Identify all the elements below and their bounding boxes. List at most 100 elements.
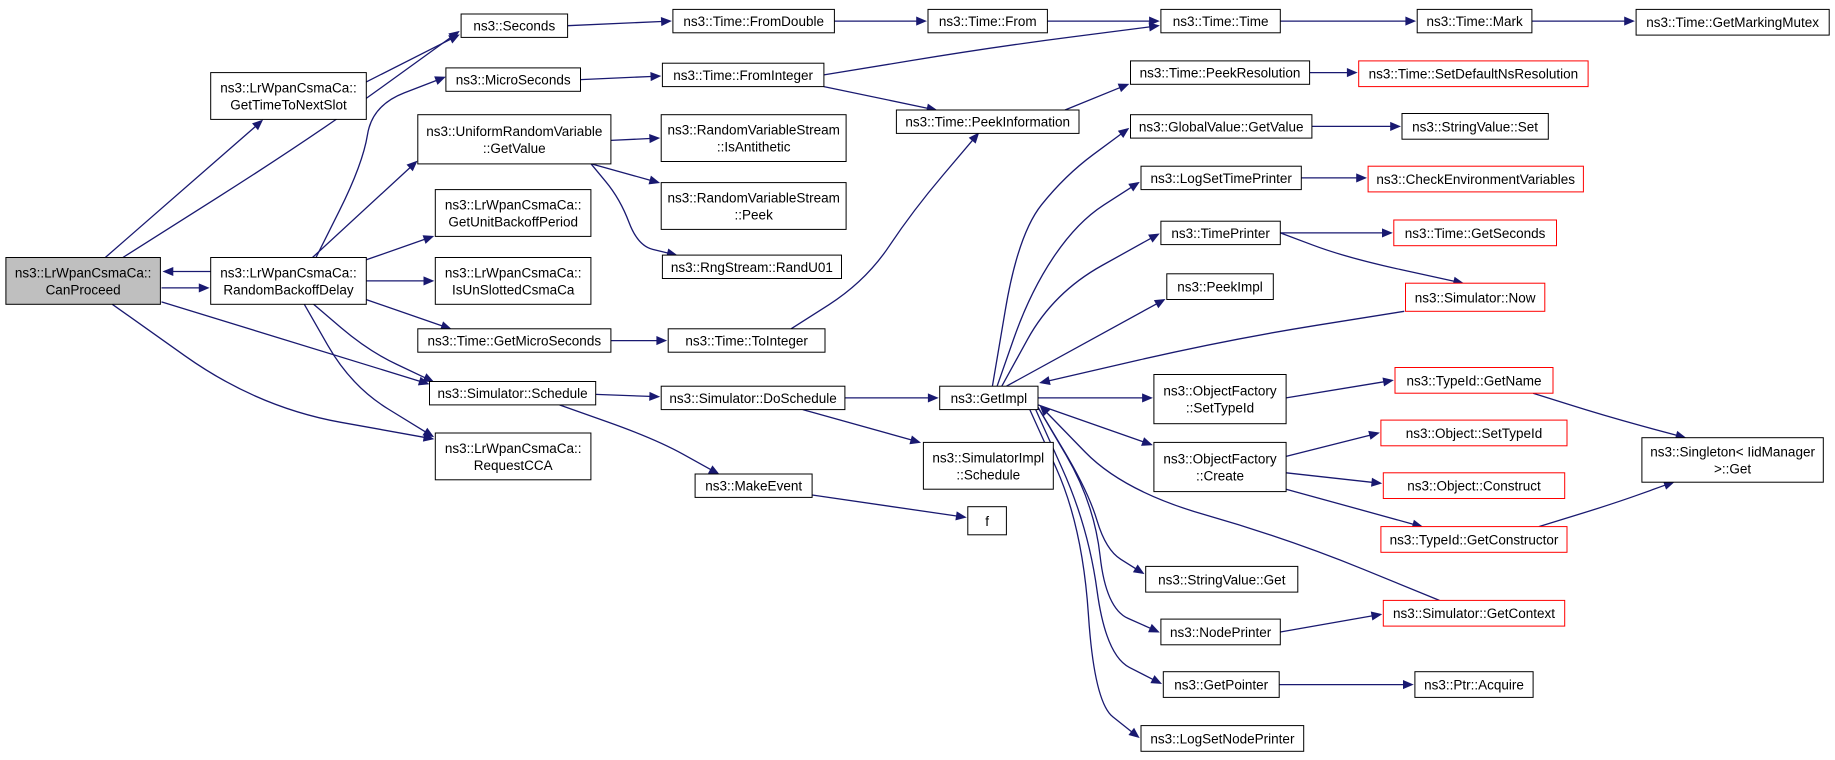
edge-of_create-to-object_settypeid	[1285, 430, 1380, 458]
node-time-peekinformation[interactable]: ns3::Time::PeekInformation	[895, 109, 1080, 134]
node-time-fromdouble[interactable]: ns3::Time::FromDouble	[672, 8, 835, 34]
arrowhead	[252, 119, 264, 131]
edge-simulator_schedule-to-makeevent	[559, 404, 720, 475]
node-peekimpl[interactable]: ns3::PeekImpl	[1166, 273, 1274, 300]
node-of-create[interactable]: ns3::ObjectFactory::Create	[1153, 441, 1287, 493]
node-box	[967, 506, 1007, 536]
node-typeid-getconstructor[interactable]: ns3::TypeId::GetConstructor	[1380, 526, 1568, 553]
edge-getimpl-to-timeprinter	[1001, 233, 1160, 387]
node-microseconds[interactable]: ns3::MicroSeconds	[445, 67, 581, 92]
node-time-time[interactable]: ns3::Time::Time	[1160, 8, 1281, 34]
node-box	[429, 381, 597, 406]
node-requestcca[interactable]: ns3::LrWpanCsmaCa::RequestCCA	[434, 432, 592, 481]
node-nodeprinter[interactable]: ns3::NodePrinter	[1160, 618, 1281, 646]
arrowhead	[1346, 68, 1358, 78]
node-box	[1380, 526, 1568, 553]
node-gettimetonextslot[interactable]: ns3::LrWpanCsmaCa::GetTimeToNextSlot	[210, 72, 367, 120]
node-time-getmarkingmutex[interactable]: ns3::Time::GetMarkingMutex	[1635, 8, 1830, 36]
arrowhead	[649, 133, 661, 144]
node-simulator-now[interactable]: ns3::Simulator::Now	[1405, 282, 1546, 312]
node-ptr-acquire[interactable]: ns3::Ptr::Acquire	[1414, 671, 1534, 698]
node-timeprinter[interactable]: ns3::TimePrinter	[1160, 220, 1281, 246]
node-getunitbackoffperiod[interactable]: ns3::LrWpanCsmaCa::GetUnitBackoffPeriod	[434, 189, 592, 237]
node-box	[210, 257, 367, 305]
node-getimpl[interactable]: ns3::GetImpl	[939, 385, 1039, 411]
node-simulator-schedule[interactable]: ns3::Simulator::Schedule	[429, 381, 597, 406]
node-makeevent[interactable]: ns3::MakeEvent	[694, 473, 813, 498]
node-box	[922, 441, 1054, 490]
node-time-mark[interactable]: ns3::Time::Mark	[1416, 8, 1533, 34]
arrowhead	[1356, 173, 1367, 183]
node-time-getmicroseconds[interactable]: ns3::Time::GetMicroSeconds	[417, 328, 612, 353]
edge-canproceed-to-simulator_schedule	[161, 301, 430, 386]
edges-layer	[104, 16, 1687, 739]
node-logsetnodeprinter[interactable]: ns3::LogSetNodePrinter	[1140, 725, 1305, 752]
edge-getimpl-to-peekimpl	[1006, 298, 1166, 387]
node-label: ns3::Time::Mark	[1426, 14, 1523, 29]
edge-line	[610, 137, 650, 142]
node-label: ns3::Time::PeekInformation	[905, 115, 1070, 130]
node-label: ns3::LrWpanCsmaCa::	[220, 265, 357, 280]
edge-time_peekresolution-to-time_setdefaultnsresolution	[1309, 68, 1358, 78]
node-rvs-peek[interactable]: ns3::RandomVariableStream::Peek	[660, 182, 847, 230]
node-box	[1145, 565, 1299, 593]
node-time-frominteger[interactable]: ns3::Time::FromInteger	[661, 62, 825, 88]
node-of-settypeid[interactable]: ns3::ObjectFactory::SetTypeId	[1153, 374, 1287, 425]
node-object-settypeid[interactable]: ns3::Object::SetTypeId	[1380, 419, 1568, 447]
node-time-from[interactable]: ns3::Time::From	[927, 8, 1048, 34]
node-randombackoffdelay[interactable]: ns3::LrWpanCsmaCa::RandomBackoffDelay	[210, 257, 367, 305]
arrowhead	[448, 34, 460, 44]
edge-time_frominteger-to-time_time	[823, 22, 1160, 76]
arrowhead	[1117, 127, 1130, 139]
edge-randombackoffdelay-to-microseconds	[315, 76, 446, 258]
arrowhead	[1117, 83, 1130, 93]
edge-line	[1001, 237, 1152, 387]
edge-getimpl-to-of_create	[1037, 404, 1153, 446]
node-stringvalue-set[interactable]: ns3::StringValue::Set	[1401, 113, 1549, 140]
node-label: ns3::PeekImpl	[1177, 280, 1263, 295]
edge-time_mark-to-time_getmarkingmutex	[1531, 16, 1635, 26]
edge-getimpl-to-globalvalue_getvalue	[991, 127, 1130, 387]
node-rvs-isantithetic[interactable]: ns3::RandomVariableStream::IsAntithetic	[660, 114, 847, 162]
node-label: ns3::Time::SetDefaultNsResolution	[1369, 67, 1579, 82]
node-label: ns3::Time::GetMarkingMutex	[1646, 15, 1819, 30]
node-seconds[interactable]: ns3::Seconds	[460, 13, 569, 38]
edge-line	[366, 298, 443, 327]
edge-line	[1035, 409, 1154, 680]
node-canproceed[interactable]: ns3::LrWpanCsmaCa::CanProceed	[5, 257, 161, 305]
node-f[interactable]: f	[967, 506, 1007, 536]
edge-line	[991, 133, 1122, 387]
node-time-tointeger[interactable]: ns3::Time::ToInteger	[667, 328, 826, 353]
edge-time_fromdouble-to-time_from	[834, 16, 927, 26]
node-simulatorimpl-schedule[interactable]: ns3::SimulatorImpl::Schedule	[922, 441, 1054, 490]
node-object-construct[interactable]: ns3::Object::Construct	[1382, 472, 1566, 499]
node-simulator-getcontext[interactable]: ns3::Simulator::GetContext	[1382, 599, 1566, 627]
edge-of_create-to-typeid_getconstructor	[1285, 488, 1424, 529]
node-time-getseconds[interactable]: ns3::Time::GetSeconds	[1393, 219, 1558, 247]
node-globalvalue-getvalue[interactable]: ns3::GlobalValue::GetValue	[1130, 114, 1313, 139]
node-label: f	[985, 514, 989, 529]
node-typeid-getname[interactable]: ns3::TypeId::GetName	[1394, 367, 1554, 394]
node-simulator-doschedule[interactable]: ns3::Simulator::DoSchedule	[660, 385, 846, 411]
node-rngstream-randu01[interactable]: ns3::RngStream::RandU01	[661, 254, 843, 280]
edge-canproceed-to-gettimetonextslot	[104, 119, 264, 258]
node-time-setdefaultnsresolution[interactable]: ns3::Time::SetDefaultNsResolution	[1358, 60, 1589, 88]
node-stringvalue-get[interactable]: ns3::StringValue::Get	[1145, 565, 1299, 593]
node-logsettimeprinter[interactable]: ns3::LogSetTimePrinter	[1140, 165, 1302, 191]
node-isunslottedcsmaca[interactable]: ns3::LrWpanCsmaCa::IsUnSlottedCsmaCa	[434, 257, 592, 305]
arrowhead	[648, 175, 661, 185]
node-box	[661, 254, 843, 280]
node-singleton-get[interactable]: ns3::Singleton< IidManager>::Get	[1641, 437, 1824, 483]
node-checkenvironmentvariables[interactable]: ns3::CheckEnvironmentVariables	[1367, 165, 1584, 193]
node-time-peekresolution[interactable]: ns3::Time::PeekResolution	[1130, 60, 1311, 85]
edge-randombackoffdelay-to-canproceed	[162, 266, 211, 277]
node-label: ns3::StringValue::Set	[1412, 119, 1538, 134]
node-urv-getvalue[interactable]: ns3::UniformRandomVariable::GetValue	[417, 114, 612, 165]
edge-line	[1037, 404, 1144, 443]
node-label: ns3::Seconds	[473, 19, 555, 34]
edge-line	[559, 404, 712, 471]
node-box	[1160, 220, 1281, 246]
node-getpointer[interactable]: ns3::GetPointer	[1162, 671, 1280, 698]
node-label: ns3::Simulator::Now	[1415, 290, 1536, 305]
edge-of_settypeid-to-typeid_getname	[1285, 377, 1394, 399]
